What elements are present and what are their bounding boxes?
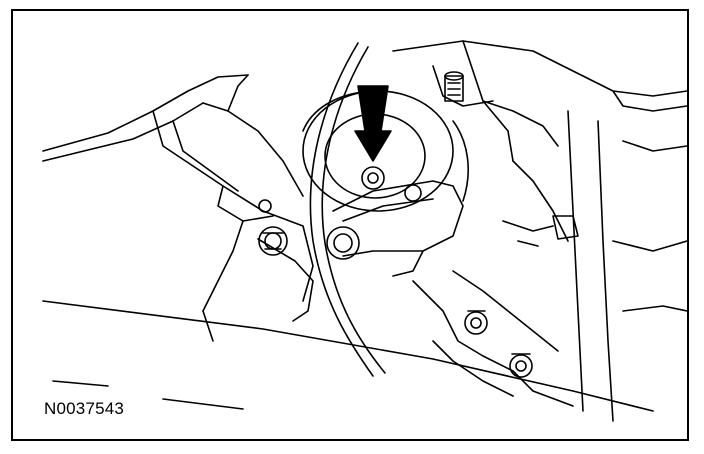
bracket-arm	[326, 180, 464, 277]
top-stud	[444, 71, 464, 102]
illustration-frame: N0037543	[11, 9, 689, 441]
indicated-bolt	[361, 166, 385, 190]
left-bolt	[258, 226, 288, 256]
hose-line	[309, 42, 386, 377]
engine-line-drawing	[42, 40, 687, 422]
wire-connector	[502, 215, 579, 247]
figure-reference-code: N0037543	[44, 399, 125, 418]
arrow-pointer	[354, 85, 392, 162]
upper-right-block	[392, 40, 687, 422]
left-housing	[42, 74, 314, 322]
section-line	[42, 300, 654, 412]
lower-right-bracket	[412, 270, 574, 407]
